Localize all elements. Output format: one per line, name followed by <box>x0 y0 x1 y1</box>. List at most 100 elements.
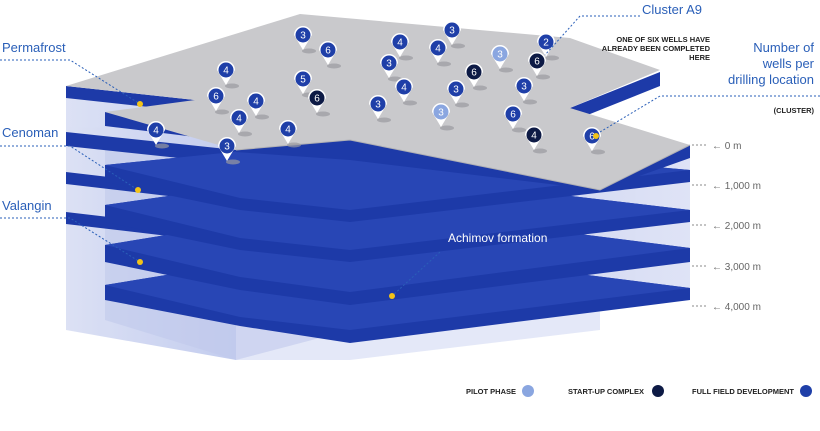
depth-marker: ← 2,000 m <box>692 221 761 232</box>
legend-startup-label: START-UP COMPLEX <box>568 387 644 396</box>
leader-lines <box>0 15 820 299</box>
well-pin: 4 <box>217 61 239 89</box>
well-pin-full <box>505 106 521 122</box>
label-valangin: Valangin <box>2 198 52 213</box>
well-pin-full <box>444 22 460 38</box>
legend-pilot-label: PILOT PHASE <box>466 387 516 396</box>
label-permafrost: Permafrost <box>2 40 66 55</box>
well-count: 6 <box>325 46 331 57</box>
well-pin: 3 <box>369 95 391 123</box>
well-pin-full <box>218 62 234 78</box>
depth-marker: ← 1,000 m <box>692 181 761 192</box>
wells-line-3: drilling location <box>728 72 814 87</box>
well-pin-full <box>320 42 336 58</box>
well-pin: 4 <box>429 39 451 67</box>
well-pin: 3 <box>515 77 537 105</box>
well-count: 6 <box>534 57 540 68</box>
well-count: 6 <box>589 132 595 143</box>
well-pin-full <box>219 138 235 154</box>
well-pin-full <box>396 79 412 95</box>
well-count: 5 <box>300 75 306 86</box>
cluster-note: (CLUSTER) <box>774 106 815 115</box>
legend: PILOT PHASE START-UP COMPLEX FULL FIELD … <box>466 385 812 397</box>
well-count: 4 <box>435 44 441 55</box>
well-pin: 3 <box>294 26 316 54</box>
well-count: 4 <box>236 114 242 125</box>
well-pin-full <box>280 121 296 137</box>
well-pin: 4 <box>230 109 252 137</box>
well-count: 4 <box>153 126 159 137</box>
depth-label: ← 0 m <box>712 141 741 152</box>
well-count: 4 <box>401 83 407 94</box>
depth-label: ← 2,000 m <box>712 221 761 232</box>
well-count: 3 <box>521 82 527 93</box>
depth-label: ← 3,000 m <box>712 262 761 273</box>
well-pin-pilot <box>433 104 449 120</box>
well-pin-full <box>248 93 264 109</box>
well-pin-full <box>538 34 554 50</box>
well-pin-full <box>381 55 397 71</box>
well-count: 2 <box>543 38 549 49</box>
depth-label: ← 1,000 m <box>712 181 761 192</box>
depth-marker: ← 0 m <box>692 141 741 152</box>
well-count: 4 <box>531 131 537 142</box>
note-line-1: ONE OF SIX WELLS HAVE <box>616 35 710 44</box>
well-pin-full <box>448 81 464 97</box>
wells-line-1: Number of <box>753 40 814 55</box>
label-achimov: Achimov formation <box>448 231 547 245</box>
depth-marker: ← 3,000 m <box>692 262 761 273</box>
well-count: 3 <box>497 50 503 61</box>
well-pin-full <box>430 40 446 56</box>
well-pin-full <box>295 27 311 43</box>
well-count: 3 <box>300 31 306 42</box>
well-pin: 3 <box>443 21 465 49</box>
well-pin-full <box>584 128 600 144</box>
legend-startup-dot <box>652 385 664 397</box>
well-pin-startup <box>529 53 545 69</box>
well-pin: 4 <box>391 33 413 61</box>
well-pin: 6 <box>207 87 229 115</box>
legend-full-label: FULL FIELD DEVELOPMENT <box>692 387 794 396</box>
note-line-2: ALREADY BEEN COMPLETED <box>602 44 711 53</box>
well-pin-full <box>148 122 164 138</box>
wells-line-2: wells per <box>762 56 815 71</box>
well-pin-startup <box>309 90 325 106</box>
well-pin: 3 <box>432 103 454 131</box>
well-pin-startup <box>466 64 482 80</box>
well-count: 3 <box>386 59 392 70</box>
well-pin: 3 <box>447 80 469 108</box>
well-count: 6 <box>213 92 219 103</box>
well-count: 4 <box>223 66 229 77</box>
well-count: 4 <box>397 38 403 49</box>
depth-scale: ← 0 m ← 1,000 m ← 2,000 m ← 3,000 m ← 4,000 … <box>692 141 761 313</box>
well-pin-startup <box>526 127 542 143</box>
well-pin-full <box>516 78 532 94</box>
well-pin: 4 <box>395 78 417 106</box>
well-count: 3 <box>449 26 455 37</box>
well-count: 4 <box>285 125 291 136</box>
depth-label: ← 4,000 m <box>712 302 761 313</box>
well-pin: 4 <box>525 126 547 154</box>
well-count: 6 <box>314 94 320 105</box>
well-count: 3 <box>438 108 444 119</box>
well-pin: 6 <box>465 63 487 91</box>
well-pin-full <box>370 96 386 112</box>
note-line-3: HERE <box>689 53 710 62</box>
well-count: 6 <box>471 68 477 79</box>
well-pin: 6 <box>308 89 330 117</box>
well-pin: 2 <box>537 33 559 61</box>
well-pin-full <box>392 34 408 50</box>
well-pin: 6 <box>319 41 341 69</box>
well-pin-pilot <box>492 46 508 62</box>
well-pin: 6 <box>528 52 550 80</box>
well-pin: 4 <box>147 121 169 149</box>
well-pin: 3 <box>380 54 402 82</box>
well-pin-full <box>208 88 224 104</box>
well-pin: 4 <box>279 120 301 148</box>
well-count: 3 <box>224 142 230 153</box>
well-pin-full <box>231 110 247 126</box>
well-pin: 3 <box>491 45 513 73</box>
